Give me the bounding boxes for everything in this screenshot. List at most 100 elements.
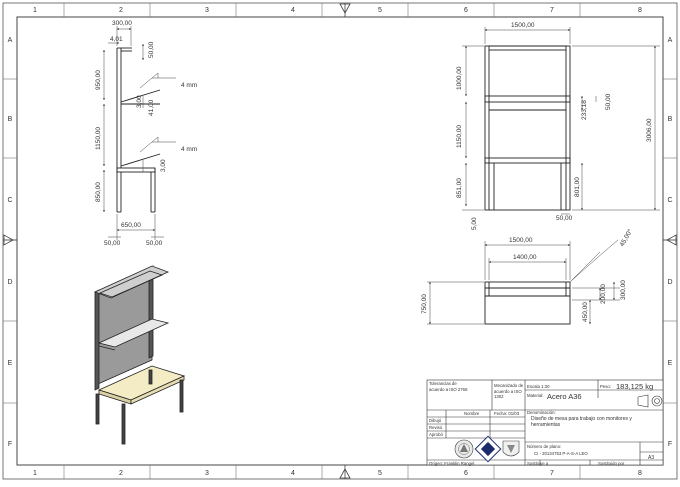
scale-label: Escala 1:30 (527, 384, 550, 389)
top-view (484, 281, 571, 325)
col-label-2-top: 2 (119, 7, 123, 14)
projection-symbol-icon (637, 394, 663, 408)
denomination-value: Diseño de mesa para trabajo con monitore… (531, 416, 632, 428)
col-label-6-top: 6 (464, 7, 468, 14)
col-label-5-top: 5 (378, 7, 382, 14)
col-label-3-bottom: 3 (205, 470, 209, 477)
front-view (484, 45, 571, 211)
reviewed-label: Revisó (429, 425, 443, 430)
col-label-7-top: 7 (550, 7, 554, 14)
material-label: Material: (527, 393, 543, 398)
isometric-view (93, 265, 186, 445)
date-label: Fecha: 01/03 (494, 411, 520, 416)
dim-base-width: 650,00 (121, 222, 141, 229)
top-dim-inner: 1400,00 (513, 254, 537, 261)
col-label-8-bottom: 8 (638, 470, 642, 477)
front-dim-shelf-gap: 233,18 (581, 100, 588, 120)
denomination-label: Denominación: (527, 410, 556, 415)
sheet-size: A3 (648, 455, 654, 461)
row-label-a-left: A (8, 37, 13, 44)
top-dim-a: 200,00 (600, 284, 607, 304)
front-dim-bottom: 851,00 (456, 178, 463, 198)
dim-small-offset: 4,01 (110, 36, 123, 43)
drawn-label: Dibujó (429, 418, 442, 423)
front-dim-shelf-t: 50,00 (605, 93, 612, 110)
material-value: Acero A36 (547, 392, 582, 401)
outer-frame (2, 2, 678, 480)
dim-gap: 50,00 (148, 41, 155, 58)
dim-mid-height: 1150,00 (95, 127, 102, 150)
top-dim-angle: 45,00° (618, 227, 635, 248)
row-label-d-right: D (667, 279, 672, 286)
row-label-d-left: D (7, 279, 12, 286)
row-label-c-right: C (667, 197, 672, 204)
front-dim-width: 1500,00 (511, 22, 535, 29)
col-label-5-bottom: 5 (378, 470, 382, 477)
title-block-labels: Tolerancias de acuerdo a ISO 2768 Mecani… (429, 381, 654, 466)
dim-leg-right: 50,00 (146, 240, 163, 247)
dim-top-width: 300,00 (112, 20, 132, 27)
top-view-labels: 1500,00 1400,00 45,00° 750,00 200,00 300… (421, 227, 634, 322)
row-label-e-right: E (668, 360, 673, 367)
drawing-number-value: CI - 20134753 P-A-S-A LEO (534, 451, 588, 456)
front-dim-top: 1000,00 (456, 66, 463, 90)
dim-plate-c: 3,00 (160, 159, 167, 172)
mass-label: Peso: (600, 384, 611, 389)
denomination-value-box: Diseño de mesa para trabajo con monitore… (531, 416, 632, 428)
top-dim-c: 450,00 (582, 302, 589, 322)
col-label-4-top: 4 (291, 7, 295, 14)
front-view-labels: 1500,00 1000,00 1150,00 851,00 5,00 233,… (456, 22, 653, 230)
replaced-by-label: Sustituido por (598, 461, 625, 466)
side-view-labels: 300,00 4,01 50,00 950,00 1150,00 850,00 … (95, 20, 197, 247)
dim-lower-height: 850,00 (95, 182, 102, 202)
top-view-dimensions (427, 239, 620, 325)
col-label-1-bottom: 1 (33, 470, 37, 477)
tolerances-label-box: Tolerancias de acuerdo a ISO 2768 (429, 381, 468, 392)
university-seal-icon (454, 439, 474, 459)
origin-label: Origen: Franklin Rangel (429, 461, 474, 466)
front-dim-middle: 1150,00 (456, 125, 463, 148)
row-label-e-left: E (8, 360, 13, 367)
tolerances-label: Tolerancias de acuerdo a ISO 2768 (429, 381, 468, 392)
dim-plate-a: 3,00 (136, 95, 143, 108)
weld-upper: 4 mm (181, 82, 197, 89)
front-dim-small: 5,00 (471, 217, 478, 230)
school-crest-icon (502, 440, 520, 457)
inner-frame (16, 16, 664, 466)
row-label-f-right: F (668, 441, 672, 448)
row-label-b-right: B (668, 116, 673, 123)
col-label-6-bottom: 6 (464, 470, 468, 477)
row-label-a-right: A (668, 37, 673, 44)
front-dim-leg-height: 801,00 (574, 177, 581, 197)
name-label: Nombre (464, 411, 480, 416)
side-view-dimensions (103, 26, 176, 240)
weld-lower: 4 mm (181, 146, 197, 153)
row-label-b-left: B (8, 116, 13, 123)
col-label-3-top: 3 (205, 7, 209, 14)
centering-marks (3, 3, 677, 479)
mass-value: 183,125 kg (616, 382, 653, 391)
dim-leg-left: 50,00 (104, 240, 121, 247)
machining-label-box: Mecanizado de acuerdo a ISO 1302 (494, 383, 524, 399)
replaces-label: Sustituye a (527, 461, 549, 466)
row-label-f-left: F (8, 441, 12, 448)
front-dim-total: 3006,00 (646, 118, 653, 142)
col-label-2-bottom: 2 (119, 470, 123, 477)
col-label-4-bottom: 4 (291, 470, 295, 477)
col-label-7-bottom: 7 (550, 470, 554, 477)
top-dim-b: 300,00 (620, 280, 627, 300)
front-view-dimensions (462, 27, 660, 215)
dim-upper-height: 950,00 (95, 70, 102, 90)
col-label-8-top: 8 (638, 7, 642, 14)
front-dim-leg-width: 50,00 (556, 215, 573, 222)
row-label-c-left: C (7, 197, 12, 204)
approved-label: Aprobó (429, 432, 443, 437)
drawing-number-label: Número de plano: (527, 444, 561, 449)
faculty-logo-icon (474, 435, 502, 463)
machining-label: Mecanizado de acuerdo a ISO 1302 (494, 383, 524, 399)
dim-plate-b: 41,00 (148, 99, 155, 116)
top-dim-depth: 750,00 (421, 294, 428, 314)
top-dim-outer: 1500,00 (509, 237, 533, 244)
